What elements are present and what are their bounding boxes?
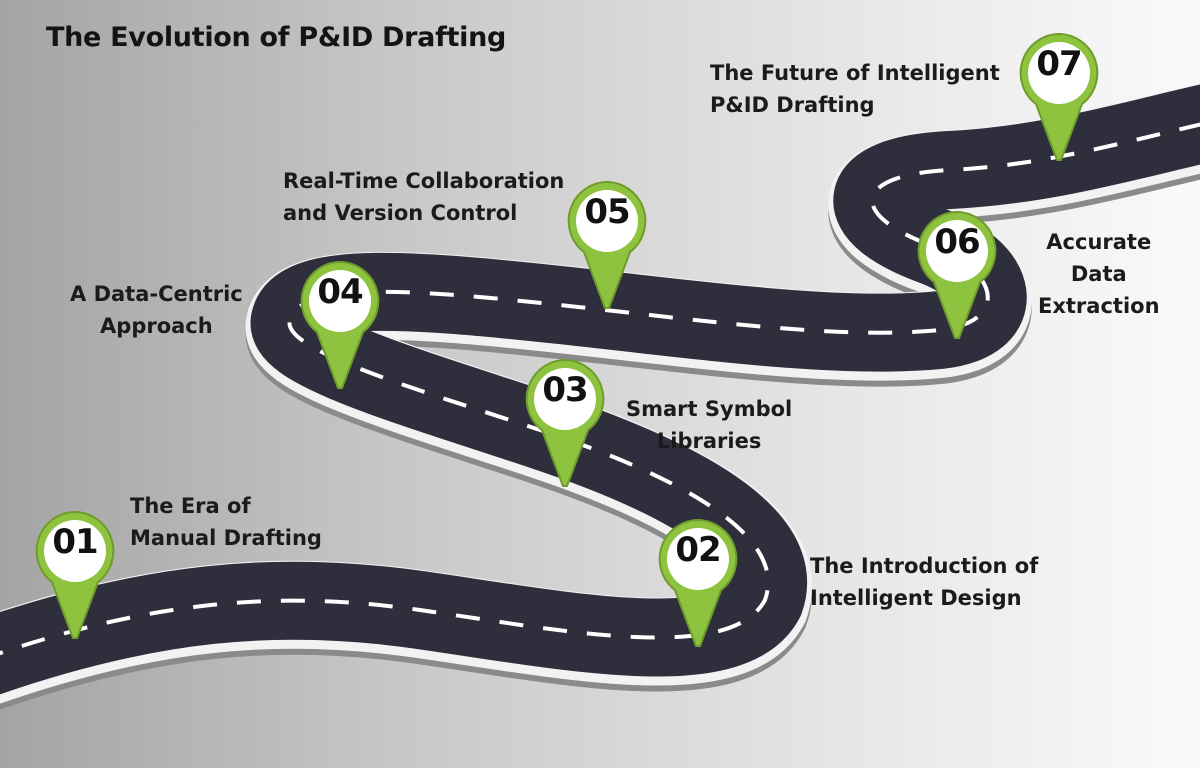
step-06-line2: Data [1070, 262, 1127, 286]
step-number-06: 06 [934, 222, 980, 262]
step-07-line2: P&ID Drafting [710, 93, 875, 117]
step-number-01: 01 [52, 522, 98, 562]
step-label-01: The Era of Manual Drafting [130, 490, 322, 554]
step-02-line2: Intelligent Design [810, 586, 1022, 610]
pin-marker-01: 01 [34, 510, 116, 639]
step-03-line2: Libraries [656, 429, 762, 453]
step-06-line3: Extraction [1038, 294, 1160, 318]
page-title: The Evolution of P&ID Drafting [46, 22, 507, 53]
map-pin-icon [300, 260, 380, 389]
map-pin-icon [1019, 32, 1099, 161]
step-number-03: 03 [542, 370, 588, 410]
pin-marker-03: 03 [524, 358, 606, 487]
step-04-line1: A Data-Centric [70, 282, 243, 306]
pin-marker-02: 02 [657, 518, 739, 647]
pin-marker-04: 04 [299, 260, 381, 389]
pin-marker-05: 05 [566, 180, 648, 309]
map-pin-icon [917, 210, 997, 339]
step-03-line1: Smart Symbol [626, 397, 793, 421]
step-02-line1: The Introduction of [810, 554, 1039, 578]
step-label-07: The Future of Intelligent P&ID Drafting [710, 57, 1000, 121]
step-number-05: 05 [584, 192, 630, 232]
step-label-06: Accurate Data Extraction [1038, 226, 1160, 322]
map-pin-icon [525, 358, 605, 487]
pin-marker-06: 06 [916, 210, 998, 339]
step-label-05: Real-Time Collaboration and Version Cont… [283, 165, 564, 229]
step-label-02: The Introduction of Intelligent Design [810, 550, 1038, 614]
step-label-04: A Data-Centric Approach [70, 278, 243, 342]
step-01-line2: Manual Drafting [130, 526, 322, 550]
map-pin-icon [35, 510, 115, 639]
step-number-02: 02 [675, 530, 721, 570]
step-number-04: 04 [317, 272, 363, 312]
step-04-line2: Approach [100, 314, 213, 338]
step-05-line1: Real-Time Collaboration [283, 169, 565, 193]
map-pin-icon [567, 180, 647, 309]
step-07-line1: The Future of Intelligent [710, 61, 1000, 85]
map-pin-icon [658, 518, 738, 647]
pin-marker-07: 07 [1018, 32, 1100, 161]
step-01-line1: The Era of [130, 494, 251, 518]
step-06-line1: Accurate [1046, 230, 1152, 254]
step-number-07: 07 [1036, 44, 1082, 84]
step-label-03: Smart Symbol Libraries [626, 393, 792, 457]
step-05-line2: and Version Control [283, 201, 518, 225]
